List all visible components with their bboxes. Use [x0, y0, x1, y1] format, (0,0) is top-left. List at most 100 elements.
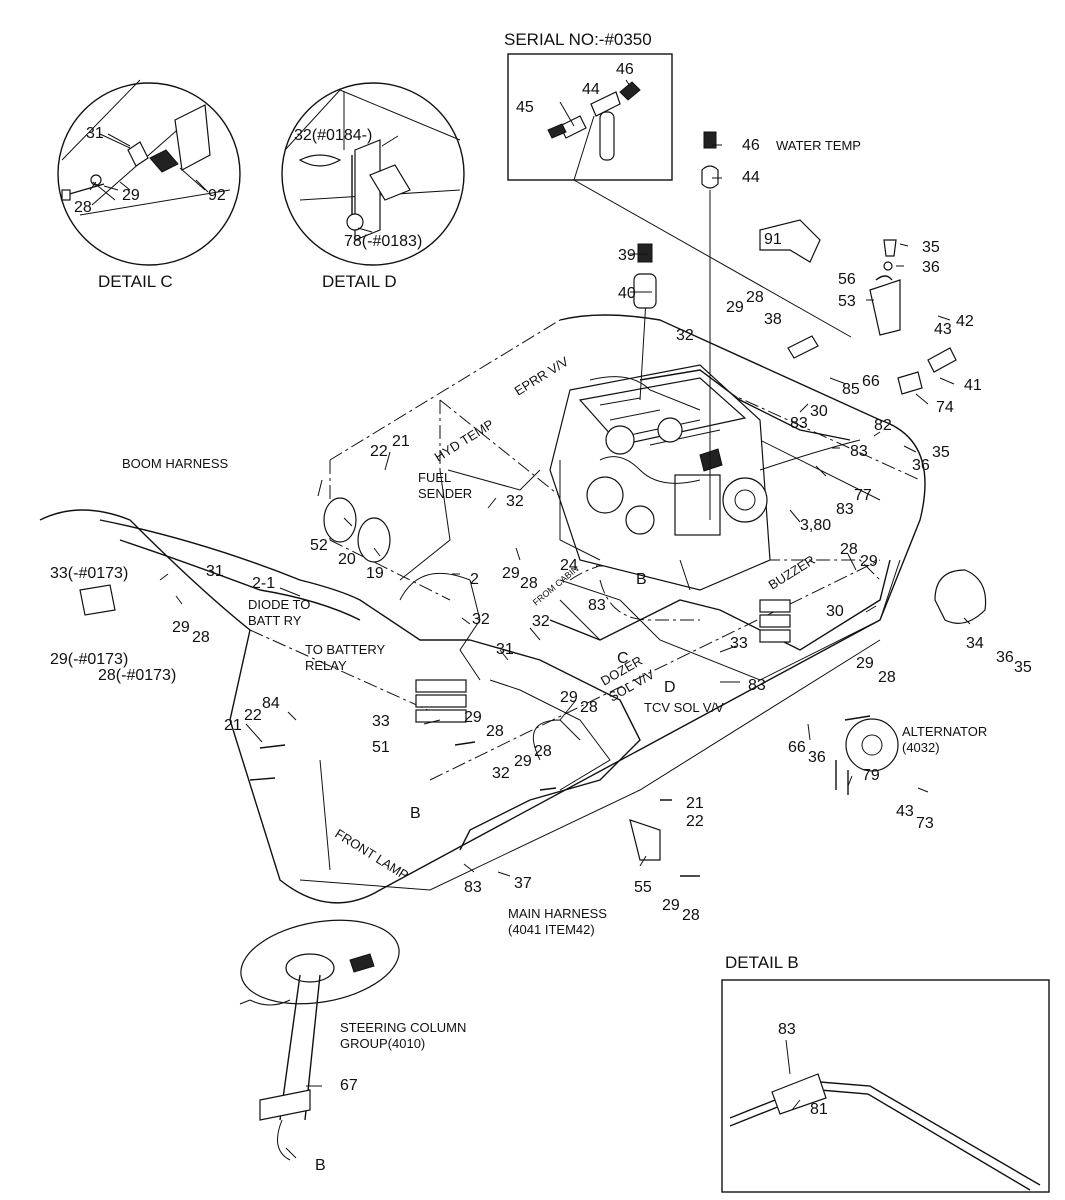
main-harness-label-line1: MAIN HARNESS — [508, 906, 607, 921]
hyd-temp-label: HYD TEMP — [432, 416, 497, 464]
callout: 83 — [778, 1021, 796, 1038]
callout: 37 — [514, 875, 532, 892]
detail-ref-b-steering: B — [315, 1157, 326, 1174]
callout: 51 — [372, 739, 390, 756]
callout: 31 — [496, 641, 514, 658]
sender-label: SENDER — [418, 486, 472, 501]
detail-d-view — [281, 82, 465, 266]
callout: 28 — [486, 723, 504, 740]
callout: 28 — [840, 541, 858, 558]
callout: 20 — [338, 551, 356, 568]
callout: 77 — [854, 487, 872, 504]
callout: 31 — [86, 125, 104, 142]
detail-b-inset — [721, 979, 1050, 1193]
callout: 67 — [340, 1077, 358, 1094]
callout: 83 — [850, 443, 868, 460]
callout: 29 — [560, 689, 578, 706]
callout: 28 — [192, 629, 210, 646]
alternator-ref-label: (4032) — [902, 740, 940, 755]
callout: 29 — [856, 655, 874, 672]
alternator-label: ALTERNATOR — [902, 724, 987, 739]
part-shapes — [79, 131, 987, 877]
annotations: WATER TEMP BOOM HARNESS HYD TEMP FUEL SE… — [122, 138, 987, 1051]
callout: 2 — [470, 571, 479, 588]
callout: 73 — [916, 815, 934, 832]
callout: 2-1 — [252, 575, 275, 592]
callout: 52 — [310, 537, 328, 554]
buzzer-label: BUZZER — [766, 552, 818, 592]
callout: 36 — [912, 457, 930, 474]
callout: 3,80 — [800, 517, 831, 534]
serial-box-heading: SERIAL NO:-#0350 — [504, 30, 652, 49]
callout: 24 — [560, 557, 578, 574]
main-frame — [39, 314, 926, 904]
callout: 33 — [372, 713, 390, 730]
callout: 42 — [956, 313, 974, 330]
detail-b-heading: DETAIL B — [725, 953, 799, 972]
callout: 21 — [224, 717, 242, 734]
callout: 40 — [618, 285, 636, 302]
callout: 30 — [826, 603, 844, 620]
callout: 28 — [580, 699, 598, 716]
callout: 83 — [464, 879, 482, 896]
callout: 91 — [764, 231, 782, 248]
callout: 36 — [996, 649, 1014, 666]
callout: 32 — [492, 765, 510, 782]
callout: 53 — [838, 293, 856, 310]
steering-column-label-line1: STEERING COLUMN — [340, 1020, 466, 1035]
tcv-sol-label: TCV SOL V/V — [644, 700, 724, 715]
detail-ref-b-frame: B — [410, 805, 421, 822]
callout: 44 — [582, 81, 600, 98]
serial-number-inset — [507, 53, 852, 338]
callout: 28(-#0173) — [98, 667, 176, 684]
callout: 83 — [836, 501, 854, 518]
diode-label-line1: DIODE TO — [248, 597, 310, 612]
headings: SERIAL NO:-#0350 DETAIL C DETAIL D DETAI… — [98, 30, 799, 972]
callout: 29 — [860, 553, 878, 570]
callout: 35 — [1014, 659, 1032, 676]
callout: 79 — [862, 767, 880, 784]
callout: 92 — [208, 187, 226, 204]
callout: 66 — [862, 373, 880, 390]
callout: 41 — [964, 377, 982, 394]
callout: 28 — [878, 669, 896, 686]
callout: 32(#0184-) — [294, 127, 372, 144]
eprr-label: EPRR V/V — [512, 353, 572, 398]
callout: 30 — [810, 403, 828, 420]
detail-ref-c: C — [617, 650, 629, 667]
engine-block — [549, 364, 771, 591]
steering-column — [239, 919, 400, 1161]
fuel-label: FUEL — [418, 470, 451, 485]
callout: 28 — [520, 575, 538, 592]
battery-relay-label-line1: TO BATTERY — [305, 642, 386, 657]
callout: 46 — [742, 137, 760, 154]
part-callouts: 46 44 45 46 44 31 29 28 92 32(#0184-) 78… — [50, 61, 1032, 1118]
callout: 35 — [932, 444, 950, 461]
callout: 32 — [506, 493, 524, 510]
callout: 33(-#0173) — [50, 565, 128, 582]
callout: 29 — [502, 565, 520, 582]
detail-d-heading: DETAIL D — [322, 272, 397, 291]
boom-harness-label: BOOM HARNESS — [122, 456, 229, 471]
callout: 46 — [616, 61, 634, 78]
callout: 29 — [122, 187, 140, 204]
callout: 31 — [206, 563, 224, 580]
detail-reference-letters: B B B C D — [315, 571, 676, 1174]
callout: 83 — [790, 415, 808, 432]
callout: 21 — [392, 433, 410, 450]
diode-label-line2: BATT RY — [248, 613, 302, 628]
callout: 32 — [472, 611, 490, 628]
callout: 36 — [808, 749, 826, 766]
callout: 28 — [74, 199, 92, 216]
detail-ref-d: D — [664, 679, 676, 696]
callout: 29(-#0173) — [50, 651, 128, 668]
callout: 19 — [366, 565, 384, 582]
main-harness-label-line2: (4041 ITEM42) — [508, 922, 595, 937]
front-lamp-label: FRONT LAMP — [332, 826, 411, 883]
water-temp-label: WATER TEMP — [776, 138, 861, 153]
callout: 78(-#0183) — [344, 233, 422, 250]
callout: 32 — [676, 327, 694, 344]
callout: 43 — [934, 321, 952, 338]
